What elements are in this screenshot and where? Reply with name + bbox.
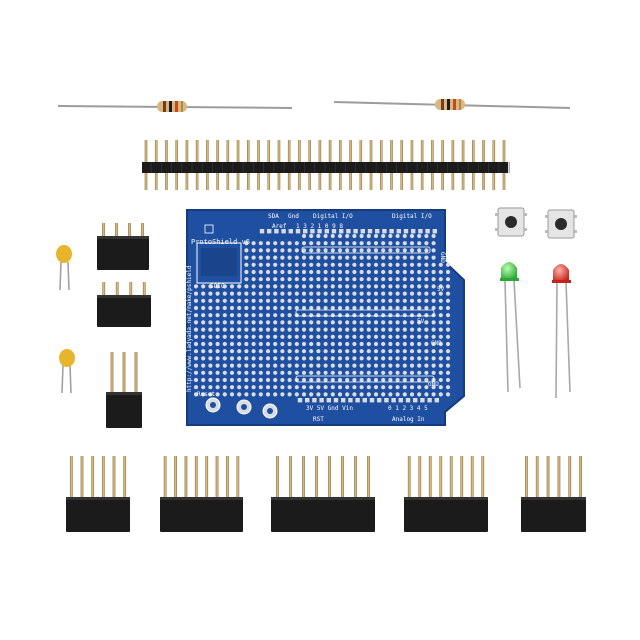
stacking-header-6pin-left	[66, 456, 130, 532]
capacitor-bottom	[59, 349, 75, 394]
pcb-soic: SOIC	[210, 283, 225, 290]
tactile-button-right	[545, 209, 577, 239]
stacking-header-4pin-top	[97, 223, 149, 270]
pcb-analog-nums: 0 1 2 3 4 5	[388, 405, 428, 412]
pcb-gnd-right-3: GND	[428, 381, 439, 388]
stacking-header-8pin-c	[404, 456, 488, 532]
green-led	[500, 262, 521, 393]
stacking-header-8pin-b	[271, 456, 375, 532]
pcb-digital-io-2: Digital I/O	[392, 213, 432, 220]
pcb-power-pins: 3V 5V Gnd Vin	[306, 405, 353, 412]
male-header-strip	[142, 140, 510, 190]
pcb-gnd-right-1: GND	[439, 252, 446, 263]
pcb-url: http://www.ladyada.net/make/pshield	[186, 265, 193, 392]
pcb-title: ProtoShield v6	[191, 238, 250, 246]
stacking-header-6pin-right	[521, 456, 586, 532]
pcb-aref: Aref	[272, 223, 287, 230]
pcb-details	[196, 224, 435, 419]
pcb-rst: RST	[313, 416, 324, 423]
stacking-header-8pin-a	[160, 456, 243, 532]
pcb-digital-nums: 1 3 2 1 0 9 8	[296, 223, 343, 230]
tactile-button-left	[495, 207, 527, 237]
stacking-header-4pin-mid	[97, 282, 151, 327]
pcb-5v-1: 5V	[437, 286, 445, 293]
pcb-gnd-right-2: GND	[431, 340, 442, 347]
pcb-reset: Reset	[197, 391, 215, 398]
red-led	[552, 264, 571, 399]
resistor-right	[333, 99, 571, 110]
resistor-left	[57, 101, 293, 112]
capacitor-top	[56, 245, 72, 291]
pcb-5v-2: 5V	[417, 318, 425, 325]
pcb-sda: SDA	[268, 213, 279, 220]
pcb-gnd-top: Gnd	[288, 213, 299, 220]
pcb-analog-in: Analog In	[392, 416, 425, 423]
pcb-digital-io-1: Digital I/O	[313, 213, 353, 220]
stacking-header-3pin	[106, 352, 142, 428]
pad-grid	[193, 229, 451, 403]
pcb-labels: SDA Gnd Digital I/O Digital I/O Aref 1 3…	[186, 213, 446, 423]
protoshield-pcb: SDA Gnd Digital I/O Digital I/O Aref 1 3…	[186, 209, 465, 426]
